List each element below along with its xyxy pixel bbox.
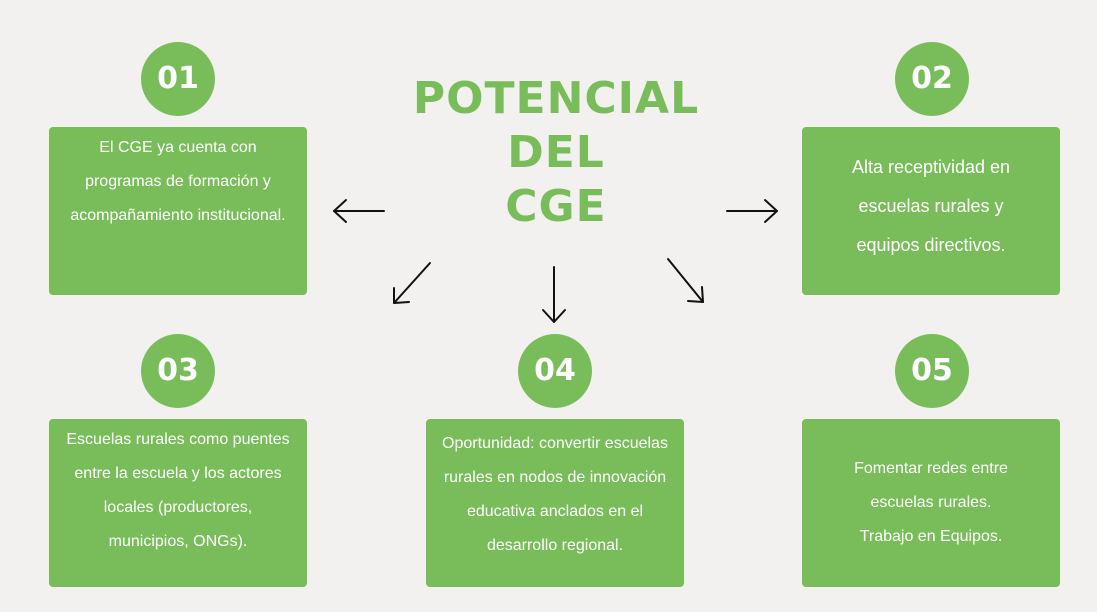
item-text-04: Oportunidad: convertir escuelas rurales … [442, 435, 668, 554]
item-box-03: Escuelas rurales como puentes entre la e… [49, 419, 307, 587]
arrow-right [726, 199, 778, 223]
number-badge-02: 02 [895, 42, 969, 116]
number-badge-03: 03 [141, 334, 215, 408]
number-badge-05: 05 [895, 334, 969, 408]
number-badge-01: 01 [141, 42, 215, 116]
item-text-01: El CGE ya cuenta con programas de formac… [70, 139, 286, 224]
item-box-01: El CGE ya cuenta con programas de formac… [49, 127, 307, 295]
title-line-2: DEL [507, 127, 605, 178]
item-box-04: Oportunidad: convertir escuelas rurales … [426, 419, 684, 587]
arrow-down-left [393, 262, 431, 304]
item-text-03: Escuelas rurales como puentes entre la e… [66, 431, 290, 550]
diagram-title: POTENCIAL DEL CGE [396, 72, 716, 234]
arrow-left [333, 199, 385, 223]
title-line-1: POTENCIAL [412, 73, 700, 124]
item-box-05: Fomentar redes entre escuelas rurales. T… [802, 419, 1060, 587]
item-box-02: Alta receptividad en escuelas rurales y … [802, 127, 1060, 295]
item-text-02: Alta receptividad en escuelas rurales y … [851, 157, 1011, 255]
number-badge-04: 04 [518, 334, 592, 408]
title-line-3: CGE [505, 181, 607, 232]
item-text-05: Fomentar redes entre escuelas rurales. T… [854, 460, 1008, 545]
arrow-down-right [667, 258, 704, 303]
arrow-down [542, 266, 566, 323]
